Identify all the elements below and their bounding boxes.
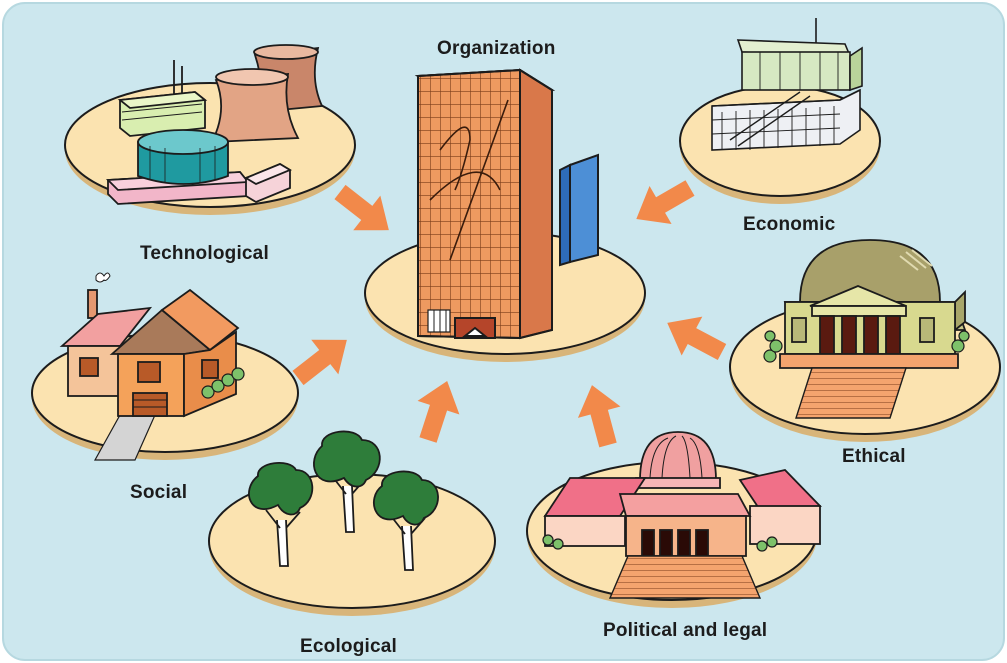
arrow-ecological <box>417 381 460 443</box>
technological-label: Technological <box>140 243 269 264</box>
skyscraper-icon <box>414 68 599 340</box>
organization-label: Organization <box>437 38 556 59</box>
capitol-building-icon <box>763 239 970 419</box>
tree <box>373 470 439 571</box>
arrow-ethical <box>667 316 727 360</box>
arrow-technological <box>334 184 389 231</box>
power-plant-icon <box>105 44 324 205</box>
bank-building-icon <box>711 18 863 151</box>
economic-label: Economic <box>743 214 836 235</box>
tree <box>313 430 381 533</box>
arrow-social <box>292 339 347 386</box>
arrow-political-legal <box>577 385 621 448</box>
trees-icon <box>248 430 439 571</box>
arrows <box>292 180 727 448</box>
arrow-economic <box>636 180 695 225</box>
social-label: Social <box>130 482 188 503</box>
political-legal-label: Political and legal <box>603 620 768 641</box>
houses-icon <box>59 272 245 461</box>
ethical-label: Ethical <box>842 446 906 467</box>
government-building-icon <box>542 431 823 599</box>
ecological-label: Ecological <box>300 636 398 657</box>
tree <box>248 462 314 567</box>
